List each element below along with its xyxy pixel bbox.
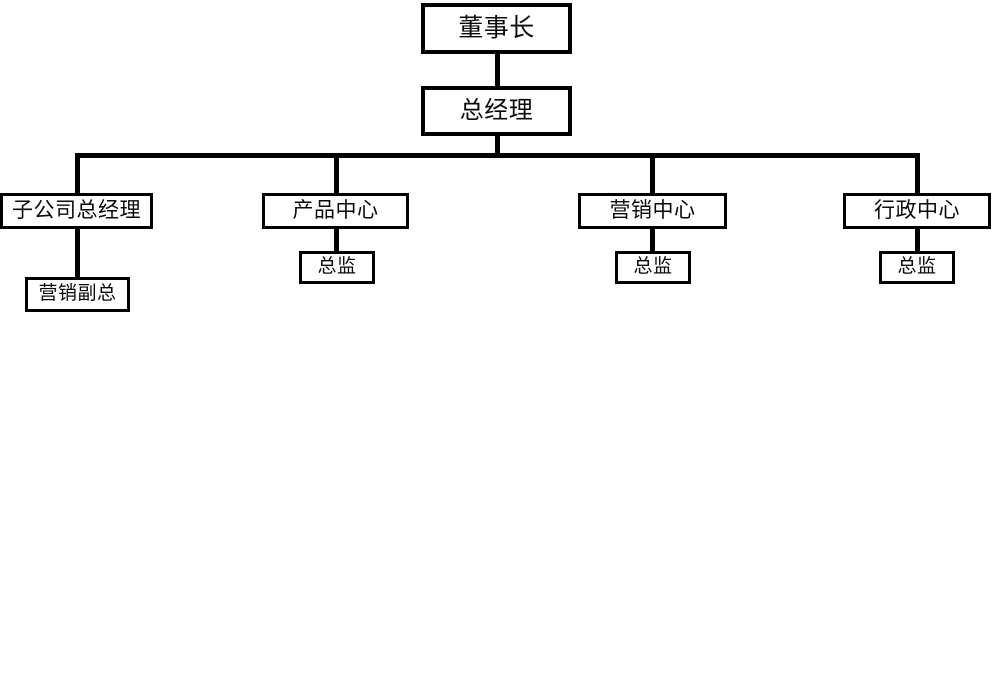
node-director-product-label: 总监 — [317, 255, 357, 277]
connector-general-manager-to-bus — [495, 134, 500, 157]
node-director-marketing-label: 总监 — [633, 255, 673, 277]
connector-bus-to-admin-center — [915, 153, 920, 195]
node-product-center-label: 产品中心 — [292, 197, 379, 222]
node-director-product: 总监 — [299, 251, 375, 284]
connector-admin-center-to-director — [915, 227, 920, 253]
node-marketing-center-label: 营销中心 — [609, 197, 696, 222]
node-general-manager-label: 总经理 — [459, 96, 534, 124]
node-subsidiary-general-manager: 子公司总经理 — [0, 193, 153, 229]
connector-product-center-to-director — [334, 227, 339, 253]
connector-horizontal-bus — [75, 153, 920, 158]
node-vp-marketing-label: 营销副总 — [38, 282, 117, 304]
node-marketing-center: 营销中心 — [578, 193, 727, 229]
node-admin-center: 行政中心 — [843, 193, 991, 229]
node-chairman: 董事长 — [421, 3, 572, 54]
connector-bus-to-marketing-center — [650, 153, 655, 195]
connector-bus-to-subsidiary-general-manager — [75, 153, 80, 195]
connector-marketing-center-to-director — [650, 227, 655, 253]
connector-chairman-to-general-manager — [495, 52, 500, 88]
node-director-admin: 总监 — [879, 251, 955, 284]
node-product-center: 产品中心 — [262, 193, 409, 229]
connector-subsidiary-general-manager-to-vp-marketing — [75, 227, 80, 279]
connector-bus-to-product-center — [334, 153, 339, 195]
node-subsidiary-general-manager-label: 子公司总经理 — [12, 197, 141, 222]
node-general-manager: 总经理 — [421, 86, 572, 136]
node-chairman-label: 董事长 — [458, 13, 535, 42]
node-admin-center-label: 行政中心 — [874, 197, 960, 222]
node-director-marketing: 总监 — [615, 251, 691, 284]
node-vp-marketing: 营销副总 — [25, 277, 130, 312]
node-director-admin-label: 总监 — [897, 255, 937, 277]
